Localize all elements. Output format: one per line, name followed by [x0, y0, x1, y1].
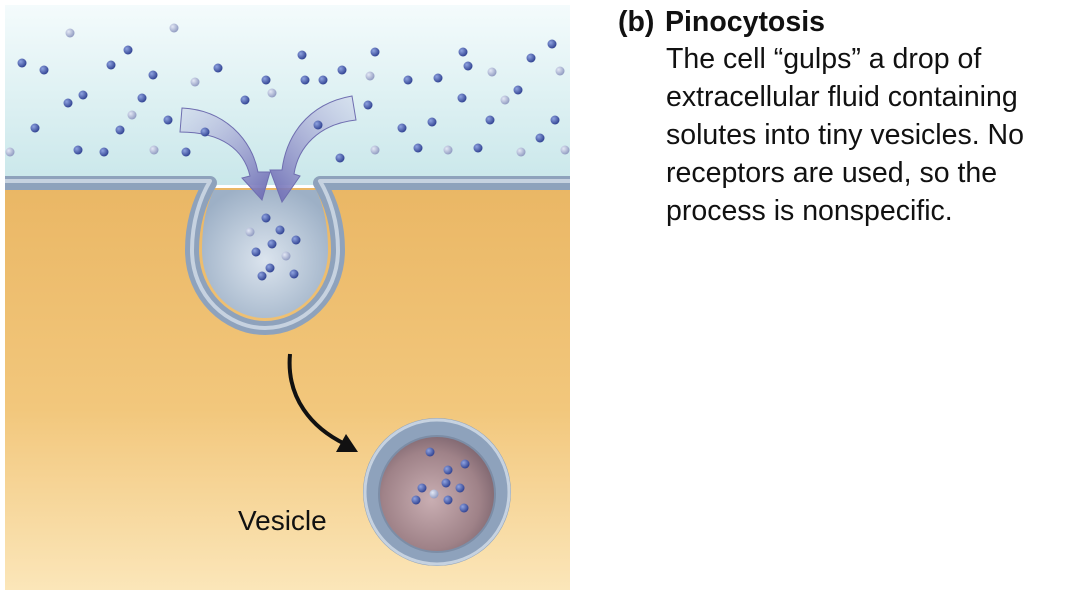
pinocytosis-illustration: [5, 5, 570, 590]
inflow-arrow-right: [269, 95, 357, 204]
caption-heading: (b) Pinocytosis: [618, 4, 1088, 40]
vesicle-label: Vesicle: [238, 505, 327, 536]
vesicle: [363, 418, 511, 566]
plasma-membrane-highlight: [5, 179, 570, 330]
panel-letter: (b): [618, 6, 655, 38]
pocket-solutes: [245, 213, 301, 281]
figure-caption: (b) Pinocytosis The cell “gulps” a drop o…: [618, 4, 1088, 230]
extracellular-solutes: [5, 23, 570, 163]
membrane-invagination: [202, 190, 328, 318]
curved-arrow-icon: [287, 353, 358, 452]
caption-title: Pinocytosis: [665, 6, 825, 38]
caption-description: The cell “gulps” a drop of extracellular…: [666, 43, 1024, 227]
